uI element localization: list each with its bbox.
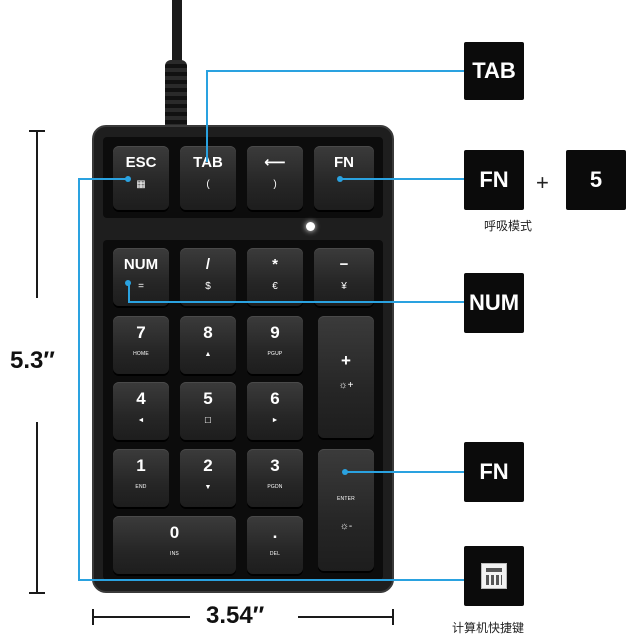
five-label-box: 5 xyxy=(566,150,626,210)
key-minus[interactable]: − ¥ xyxy=(314,248,374,306)
num-label-box: NUM xyxy=(464,273,524,333)
key-tab-label: TAB xyxy=(193,154,223,171)
cable-strain-relief xyxy=(165,60,187,128)
height-dimension-line-bottom xyxy=(36,422,38,594)
key-tab-sublabel: ( xyxy=(206,179,210,190)
fn-enter-label-box: FN xyxy=(464,442,524,502)
key-7-sublabel: HOME xyxy=(133,351,149,357)
key-4-label: 4 xyxy=(136,389,146,408)
brightness-down-icon: ☼- xyxy=(339,521,353,532)
down-arrow-icon: ▼ xyxy=(204,484,212,491)
tab-callout-line-v xyxy=(206,70,208,162)
key-minus-label: − xyxy=(339,256,349,273)
key-5-icon: ☐ xyxy=(204,416,212,425)
key-num-label: NUM xyxy=(123,256,159,273)
backspace-arrow-icon: ⟵ xyxy=(264,154,286,171)
key-0[interactable]: 0 INS xyxy=(113,516,236,574)
key-tab[interactable]: TAB ( xyxy=(180,146,236,210)
key-backspace[interactable]: ⟵ ) xyxy=(247,146,303,210)
key-1[interactable]: 1 END xyxy=(113,449,169,507)
fn-callout-line xyxy=(340,178,464,180)
key-fn-label: FN xyxy=(334,154,354,171)
key-num[interactable]: NUM = xyxy=(113,248,169,306)
esc-callout-line-h xyxy=(78,178,128,180)
key-num-sublabel: = xyxy=(138,281,144,292)
key-esc-label: ESC xyxy=(125,154,157,171)
key-divide[interactable]: / $ xyxy=(180,248,236,306)
enter-fn-callout-line xyxy=(345,471,464,473)
key-dot[interactable]: . DEL xyxy=(247,516,303,574)
key-multiply-sublabel: € xyxy=(272,281,278,292)
key-0-label: 0 xyxy=(169,523,180,542)
key-multiply[interactable]: * € xyxy=(247,248,303,306)
key-dot-sublabel: DEL xyxy=(269,551,281,557)
key-7-label: 7 xyxy=(136,323,146,342)
key-minus-sublabel: ¥ xyxy=(341,281,347,292)
indicator-led xyxy=(306,222,315,231)
key-1-label: 1 xyxy=(136,456,146,475)
height-dimension-cap-bottom xyxy=(29,592,45,594)
key-plus-label: + xyxy=(341,351,351,370)
key-9[interactable]: 9 PGUP xyxy=(247,316,303,374)
key-7[interactable]: 7 HOME xyxy=(113,316,169,374)
key-6-label: 6 xyxy=(270,389,280,408)
brightness-up-icon: ☼+ xyxy=(338,380,354,391)
key-1-sublabel: END xyxy=(135,484,147,490)
key-2-label: 2 xyxy=(203,456,213,475)
num-callout-line-v xyxy=(128,282,130,302)
width-dimension-label: 3.54″ xyxy=(206,602,265,629)
usb-cable xyxy=(172,0,182,72)
key-2[interactable]: 2 ▼ xyxy=(180,449,236,507)
breathing-mode-caption: 呼吸模式 xyxy=(484,219,533,233)
key-plus[interactable]: + ☼+ xyxy=(318,316,374,438)
key-divide-sublabel: $ xyxy=(205,281,211,292)
fn-label-box: FN xyxy=(464,150,524,210)
key-backspace-sublabel: ) xyxy=(273,179,277,190)
calculator-shortcut-caption: 计算机快捷键 xyxy=(452,621,525,635)
key-6[interactable]: 6 ► xyxy=(247,382,303,440)
plus-sign: + xyxy=(536,170,549,195)
key-9-label: 9 xyxy=(270,323,280,342)
key-enter-label: ENTER xyxy=(337,496,355,502)
key-5[interactable]: 5 ☐ xyxy=(180,382,236,440)
key-enter[interactable]: ENTER ☼- xyxy=(318,449,374,571)
key-8[interactable]: 8 ▲ xyxy=(180,316,236,374)
calculator-icon: ▦ xyxy=(136,179,146,190)
esc-callout-line-bottom xyxy=(78,579,464,581)
key-5-label: 5 xyxy=(203,389,213,408)
esc-callout-line-v xyxy=(78,178,80,580)
width-dimension-line-left xyxy=(92,616,190,618)
height-dimension-label: 5.3″ xyxy=(10,347,55,374)
key-3-label: 3 xyxy=(270,456,280,475)
key-3[interactable]: 3 PGDN xyxy=(247,449,303,507)
up-arrow-icon: ▲ xyxy=(204,351,212,358)
left-arrow-icon: ◄ xyxy=(137,417,145,424)
key-dot-label: . xyxy=(272,523,278,542)
key-8-label: 8 xyxy=(203,323,213,342)
key-4[interactable]: 4 ◄ xyxy=(113,382,169,440)
height-dimension-line-top xyxy=(36,130,38,298)
calculator-icon xyxy=(481,563,507,589)
key-9-sublabel: PGUP xyxy=(267,351,283,357)
num-callout-line-h xyxy=(128,301,464,303)
width-dimension-cap-right xyxy=(392,609,394,625)
key-multiply-label: * xyxy=(272,256,278,273)
key-3-sublabel: PGDN xyxy=(267,484,283,490)
tab-callout-line-h xyxy=(206,70,464,72)
calculator-label-box xyxy=(464,546,524,606)
key-0-sublabel: INS xyxy=(170,551,179,557)
tab-label-box: TAB xyxy=(464,42,524,100)
key-divide-label: / xyxy=(205,256,211,273)
right-arrow-icon: ► xyxy=(271,417,279,424)
width-dimension-line-right xyxy=(298,616,394,618)
esc-callout-dot xyxy=(125,176,131,182)
